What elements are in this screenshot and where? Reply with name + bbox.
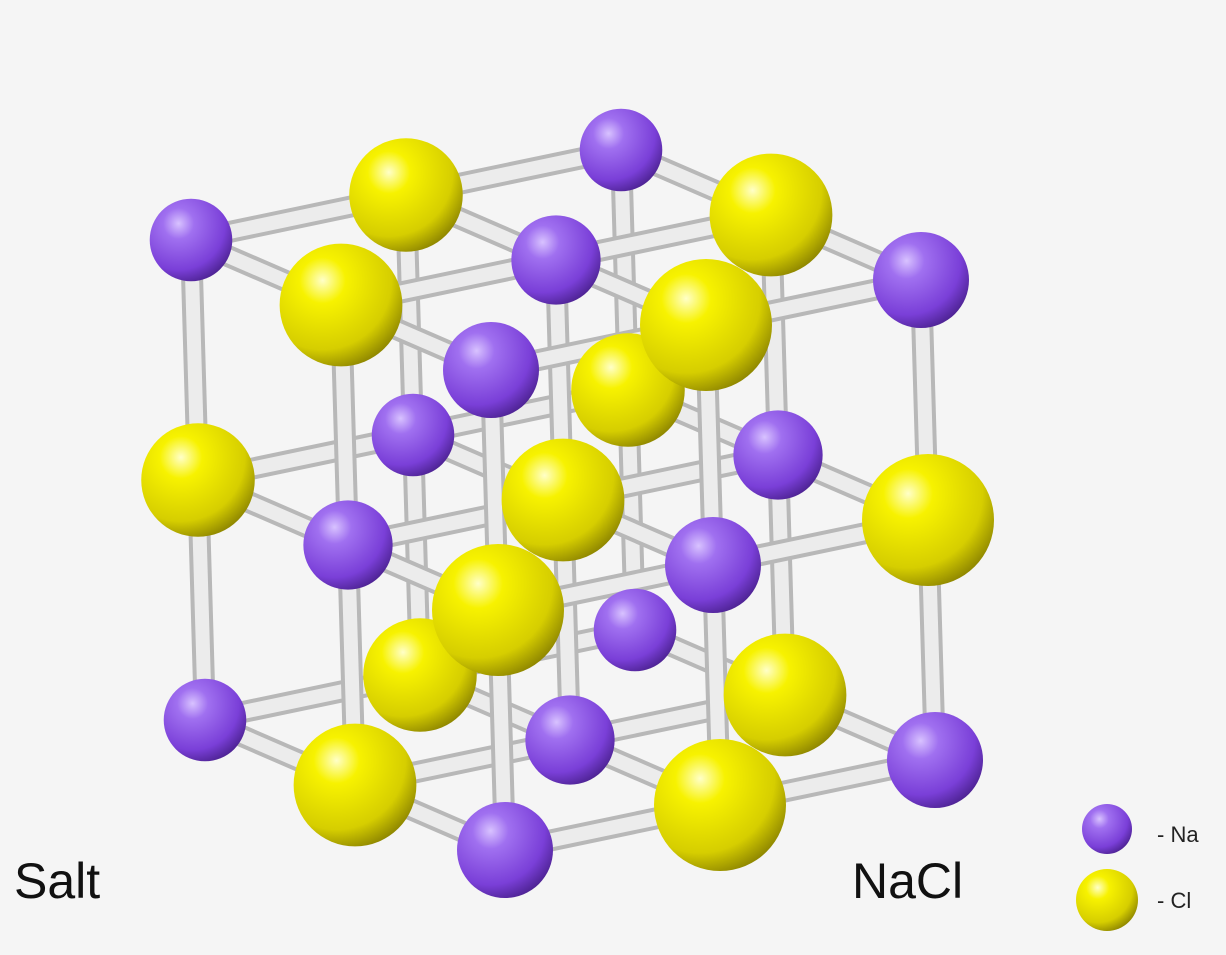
na-atom: [511, 215, 601, 305]
legend-cl-atom: [1076, 869, 1138, 931]
na-atom: [579, 108, 663, 192]
na-atom: [149, 198, 233, 282]
substance-name-label: Salt: [14, 853, 101, 909]
cl-atom: [293, 723, 417, 847]
cl-atom: [640, 259, 772, 391]
legend-cl-label: - Cl: [1157, 888, 1192, 913]
na-atom: [593, 588, 677, 672]
na-atom: [163, 678, 247, 762]
na-atom: [873, 232, 969, 328]
legend-na-label: - Na: [1157, 822, 1199, 847]
cl-atom: [654, 739, 786, 871]
cl-atom: [432, 544, 564, 676]
na-atom: [457, 802, 553, 898]
na-atom: [887, 712, 983, 808]
cl-atom: [709, 153, 833, 277]
cl-atom: [141, 423, 255, 537]
na-atom: [303, 500, 393, 590]
atoms-layer: [141, 108, 994, 898]
cl-atom: [279, 243, 403, 367]
na-atom: [443, 322, 539, 418]
legend-na-atom: [1082, 804, 1132, 854]
cl-atom: [723, 633, 847, 757]
cl-atom: [862, 454, 994, 586]
na-atom: [371, 393, 455, 477]
legend: [1076, 804, 1138, 931]
cl-atom: [349, 138, 463, 252]
na-atom: [665, 517, 761, 613]
na-atom: [733, 410, 823, 500]
cl-atom: [501, 438, 625, 562]
na-atom: [525, 695, 615, 785]
formula-label: NaCl: [852, 853, 964, 909]
